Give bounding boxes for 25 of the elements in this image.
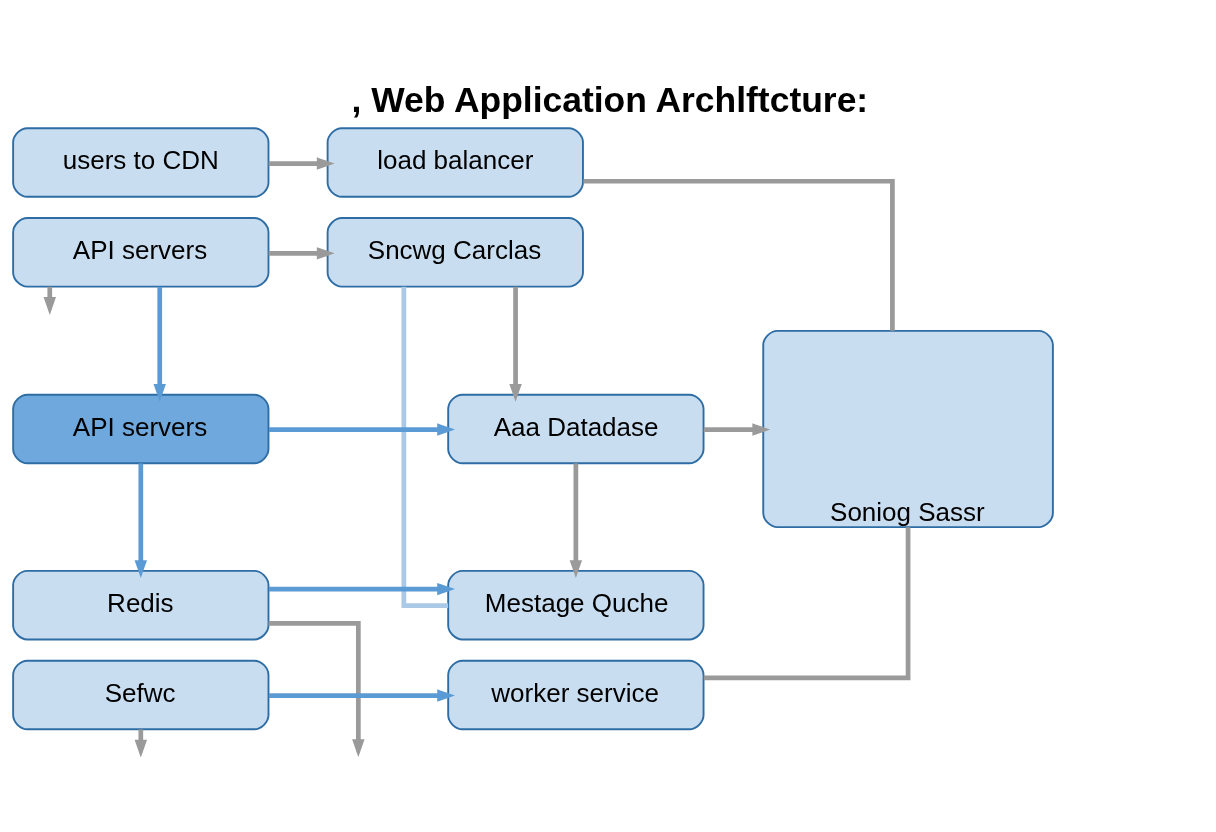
- node-box: worker service: [447, 659, 705, 731]
- arrow: [269, 689, 456, 702]
- arrow: [268, 247, 335, 260]
- arrow: [268, 157, 335, 170]
- node-box: API servers: [12, 217, 270, 288]
- node-box: Mestage Quche: [447, 569, 705, 641]
- node-box: Soniog Sassr: [762, 329, 1054, 529]
- arrow: [134, 463, 148, 578]
- node-box: Sncwg Carclas: [326, 217, 584, 288]
- arrow: [153, 286, 166, 402]
- node-box: Redis: [12, 569, 270, 641]
- node-box: load balancer: [326, 127, 584, 198]
- arrow: [269, 582, 456, 596]
- node-box: Sefwc: [12, 659, 270, 731]
- arrow: [703, 423, 771, 436]
- node-box: users to CDN: [12, 127, 270, 198]
- arrow: [509, 286, 522, 402]
- connector: [703, 527, 911, 681]
- connector: [401, 286, 449, 609]
- diagram-title: , Web Application Archlftcture:: [351, 79, 869, 120]
- node-box: API servers: [12, 393, 270, 465]
- node-box: Aaa Datadase: [447, 393, 705, 465]
- arrow: [269, 423, 456, 436]
- arrow: [569, 463, 583, 579]
- connector: [583, 178, 895, 331]
